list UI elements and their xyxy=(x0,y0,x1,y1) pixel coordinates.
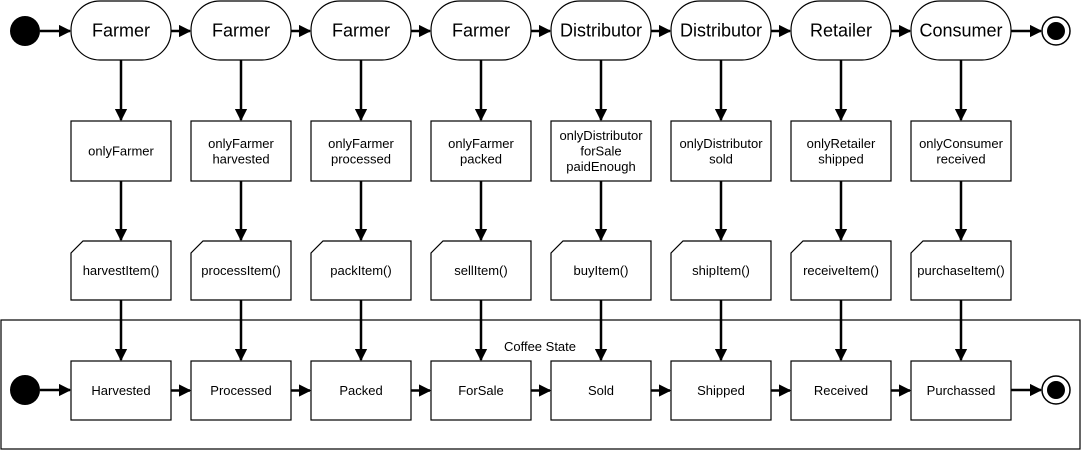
function-label: processItem() xyxy=(201,263,280,278)
condition-label: onlyFarmer xyxy=(88,144,154,159)
state-label: Processed xyxy=(210,383,271,398)
condition-label: processed xyxy=(331,151,391,166)
state-label: Packed xyxy=(339,383,382,398)
actor-label: Distributor xyxy=(560,21,642,41)
condition-label: forSale xyxy=(580,144,621,159)
condition-box xyxy=(550,120,652,182)
state-label: Purchassed xyxy=(927,383,996,398)
state-box xyxy=(790,360,892,421)
function-label: sellItem() xyxy=(454,263,507,278)
actor-label: Distributor xyxy=(680,21,762,41)
condition-box xyxy=(430,120,532,182)
condition-label: onlyDistributor xyxy=(559,128,643,143)
condition-label: harvested xyxy=(212,151,269,166)
state-box xyxy=(430,360,532,421)
state-box xyxy=(70,360,172,421)
condition-label: onlyRetailer xyxy=(807,136,876,151)
condition-box xyxy=(70,120,172,182)
condition-label: onlyFarmer xyxy=(328,136,394,151)
coffee-state-frame xyxy=(0,319,1081,450)
function-label: harvestItem() xyxy=(83,263,160,278)
state-box xyxy=(310,360,412,421)
state-box xyxy=(550,360,652,421)
coffee-state-title: Coffee State xyxy=(504,339,576,354)
function-label: shipItem() xyxy=(692,263,750,278)
condition-label: shipped xyxy=(818,151,864,166)
actor-label: Farmer xyxy=(332,21,390,41)
condition-label: onlyDistributor xyxy=(679,136,763,151)
state-label: Shipped xyxy=(697,383,745,398)
actor-label: Farmer xyxy=(212,21,270,41)
function-label: receiveItem() xyxy=(803,263,879,278)
condition-box xyxy=(670,120,772,182)
condition-label: received xyxy=(936,151,985,166)
state-end-node xyxy=(1041,375,1071,405)
condition-label: onlyFarmer xyxy=(448,136,514,151)
state-label: Harvested xyxy=(91,383,150,398)
top-start-node xyxy=(10,16,40,46)
function-label: packItem() xyxy=(330,263,391,278)
condition-label: onlyConsumer xyxy=(919,136,1003,151)
state-box xyxy=(910,360,1012,421)
actor-label: Consumer xyxy=(919,21,1002,41)
actor-label: Farmer xyxy=(92,21,150,41)
lanes-layer: Farmer onlyFarmer harvestItem() Harvested Fa… xyxy=(40,0,1043,421)
state-label: Sold xyxy=(588,383,614,398)
condition-label: packed xyxy=(460,151,502,166)
function-label: purchaseItem() xyxy=(917,263,1004,278)
condition-box xyxy=(910,120,1012,182)
state-box xyxy=(670,360,772,421)
actor-label: Retailer xyxy=(810,21,872,41)
condition-box xyxy=(190,120,292,182)
function-label: buyItem() xyxy=(574,263,629,278)
condition-label: paidEnough xyxy=(566,159,635,174)
state-label: Received xyxy=(814,383,868,398)
state-box xyxy=(190,360,292,421)
top-end-node xyxy=(1041,16,1071,46)
state-label: ForSale xyxy=(458,383,504,398)
condition-label: sold xyxy=(709,151,733,166)
condition-label: onlyFarmer xyxy=(208,136,274,151)
state-start-node xyxy=(10,375,40,405)
condition-box xyxy=(310,120,412,182)
actor-label: Farmer xyxy=(452,21,510,41)
